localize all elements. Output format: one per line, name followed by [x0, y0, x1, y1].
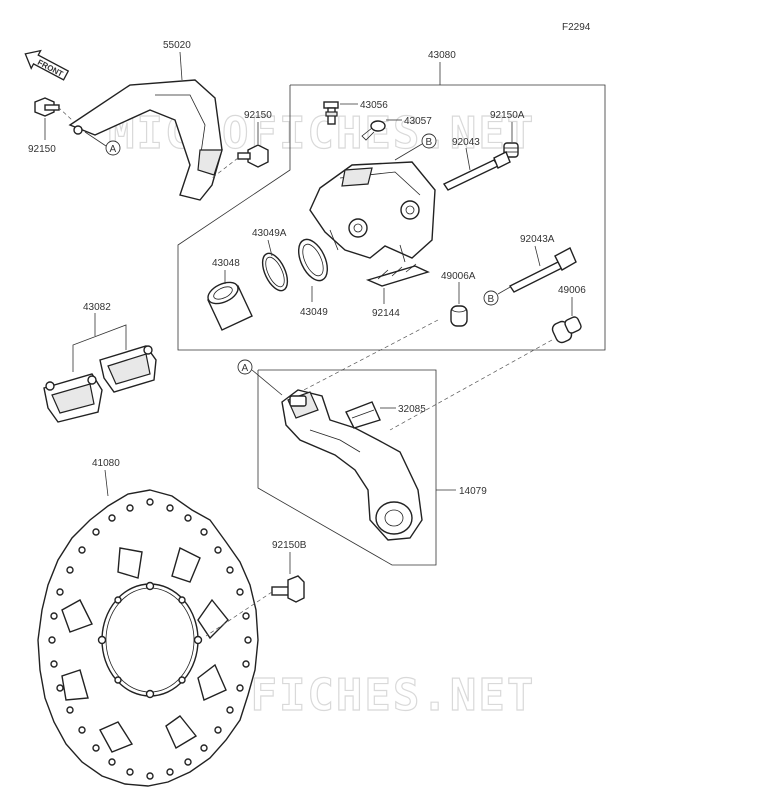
cap-92150A — [503, 142, 519, 158]
brake-disc-41080 — [37, 489, 259, 787]
label-92144: 92144 — [372, 308, 400, 319]
label-49006: 49006 — [558, 285, 586, 296]
label-43049A: 43049A — [252, 228, 287, 239]
bleeder-valve-43056 — [323, 101, 339, 125]
pin-92043 — [442, 151, 511, 191]
caliper-bracket-14079 — [281, 389, 423, 541]
pin-92043A — [508, 247, 577, 293]
piston-43048 — [207, 281, 253, 331]
bushing-49006A — [450, 305, 468, 327]
figure-code: F2294 — [562, 22, 591, 33]
box-14079 — [257, 369, 437, 566]
bolt-92150B — [271, 575, 305, 603]
label-92150-mid: 92150 — [244, 110, 272, 121]
ref-tag-b2: B — [488, 294, 495, 305]
label-32085: 32085 — [398, 404, 426, 415]
bolt-92150-mid — [237, 144, 269, 168]
box-43080 — [177, 84, 606, 351]
seal-43049A — [261, 252, 289, 292]
pad-spring-32085 — [345, 401, 381, 429]
label-43057: 43057 — [404, 116, 432, 127]
spring-92144 — [365, 263, 430, 287]
brake-pads-43082 — [43, 345, 157, 423]
label-92043: 92043 — [452, 137, 480, 148]
label-92150A: 92150A — [490, 110, 525, 121]
bracket-43082 — [72, 324, 127, 372]
ref-tag-a2: A — [242, 363, 249, 374]
label-41080: 41080 — [92, 458, 120, 469]
label-14079: 14079 — [459, 486, 487, 497]
front-arrow-icon: FRONT — [24, 49, 70, 81]
label-43080: 43080 — [428, 50, 456, 61]
label-43082: 43082 — [83, 302, 111, 313]
chain-guard-55020 — [68, 79, 223, 201]
bleeder-cap-43057 — [361, 120, 386, 141]
bolt-92150-left — [34, 97, 60, 117]
disc-drilled-holes — [48, 498, 252, 780]
ref-tag-a1: A — [110, 144, 117, 155]
ref-tag-b1: B — [426, 137, 433, 148]
label-55020: 55020 — [163, 40, 191, 51]
label-92043A: 92043A — [520, 234, 555, 245]
label-43049: 43049 — [300, 307, 328, 318]
caliper-body — [309, 161, 436, 263]
label-92150-left: 92150 — [28, 144, 56, 155]
label-43048: 43048 — [212, 258, 240, 269]
label-49006A: 49006A — [441, 271, 476, 282]
seal-43049 — [297, 238, 329, 282]
bushing-49006 — [551, 316, 582, 344]
label-92150B: 92150B — [272, 540, 307, 551]
label-43056: 43056 — [360, 100, 388, 111]
